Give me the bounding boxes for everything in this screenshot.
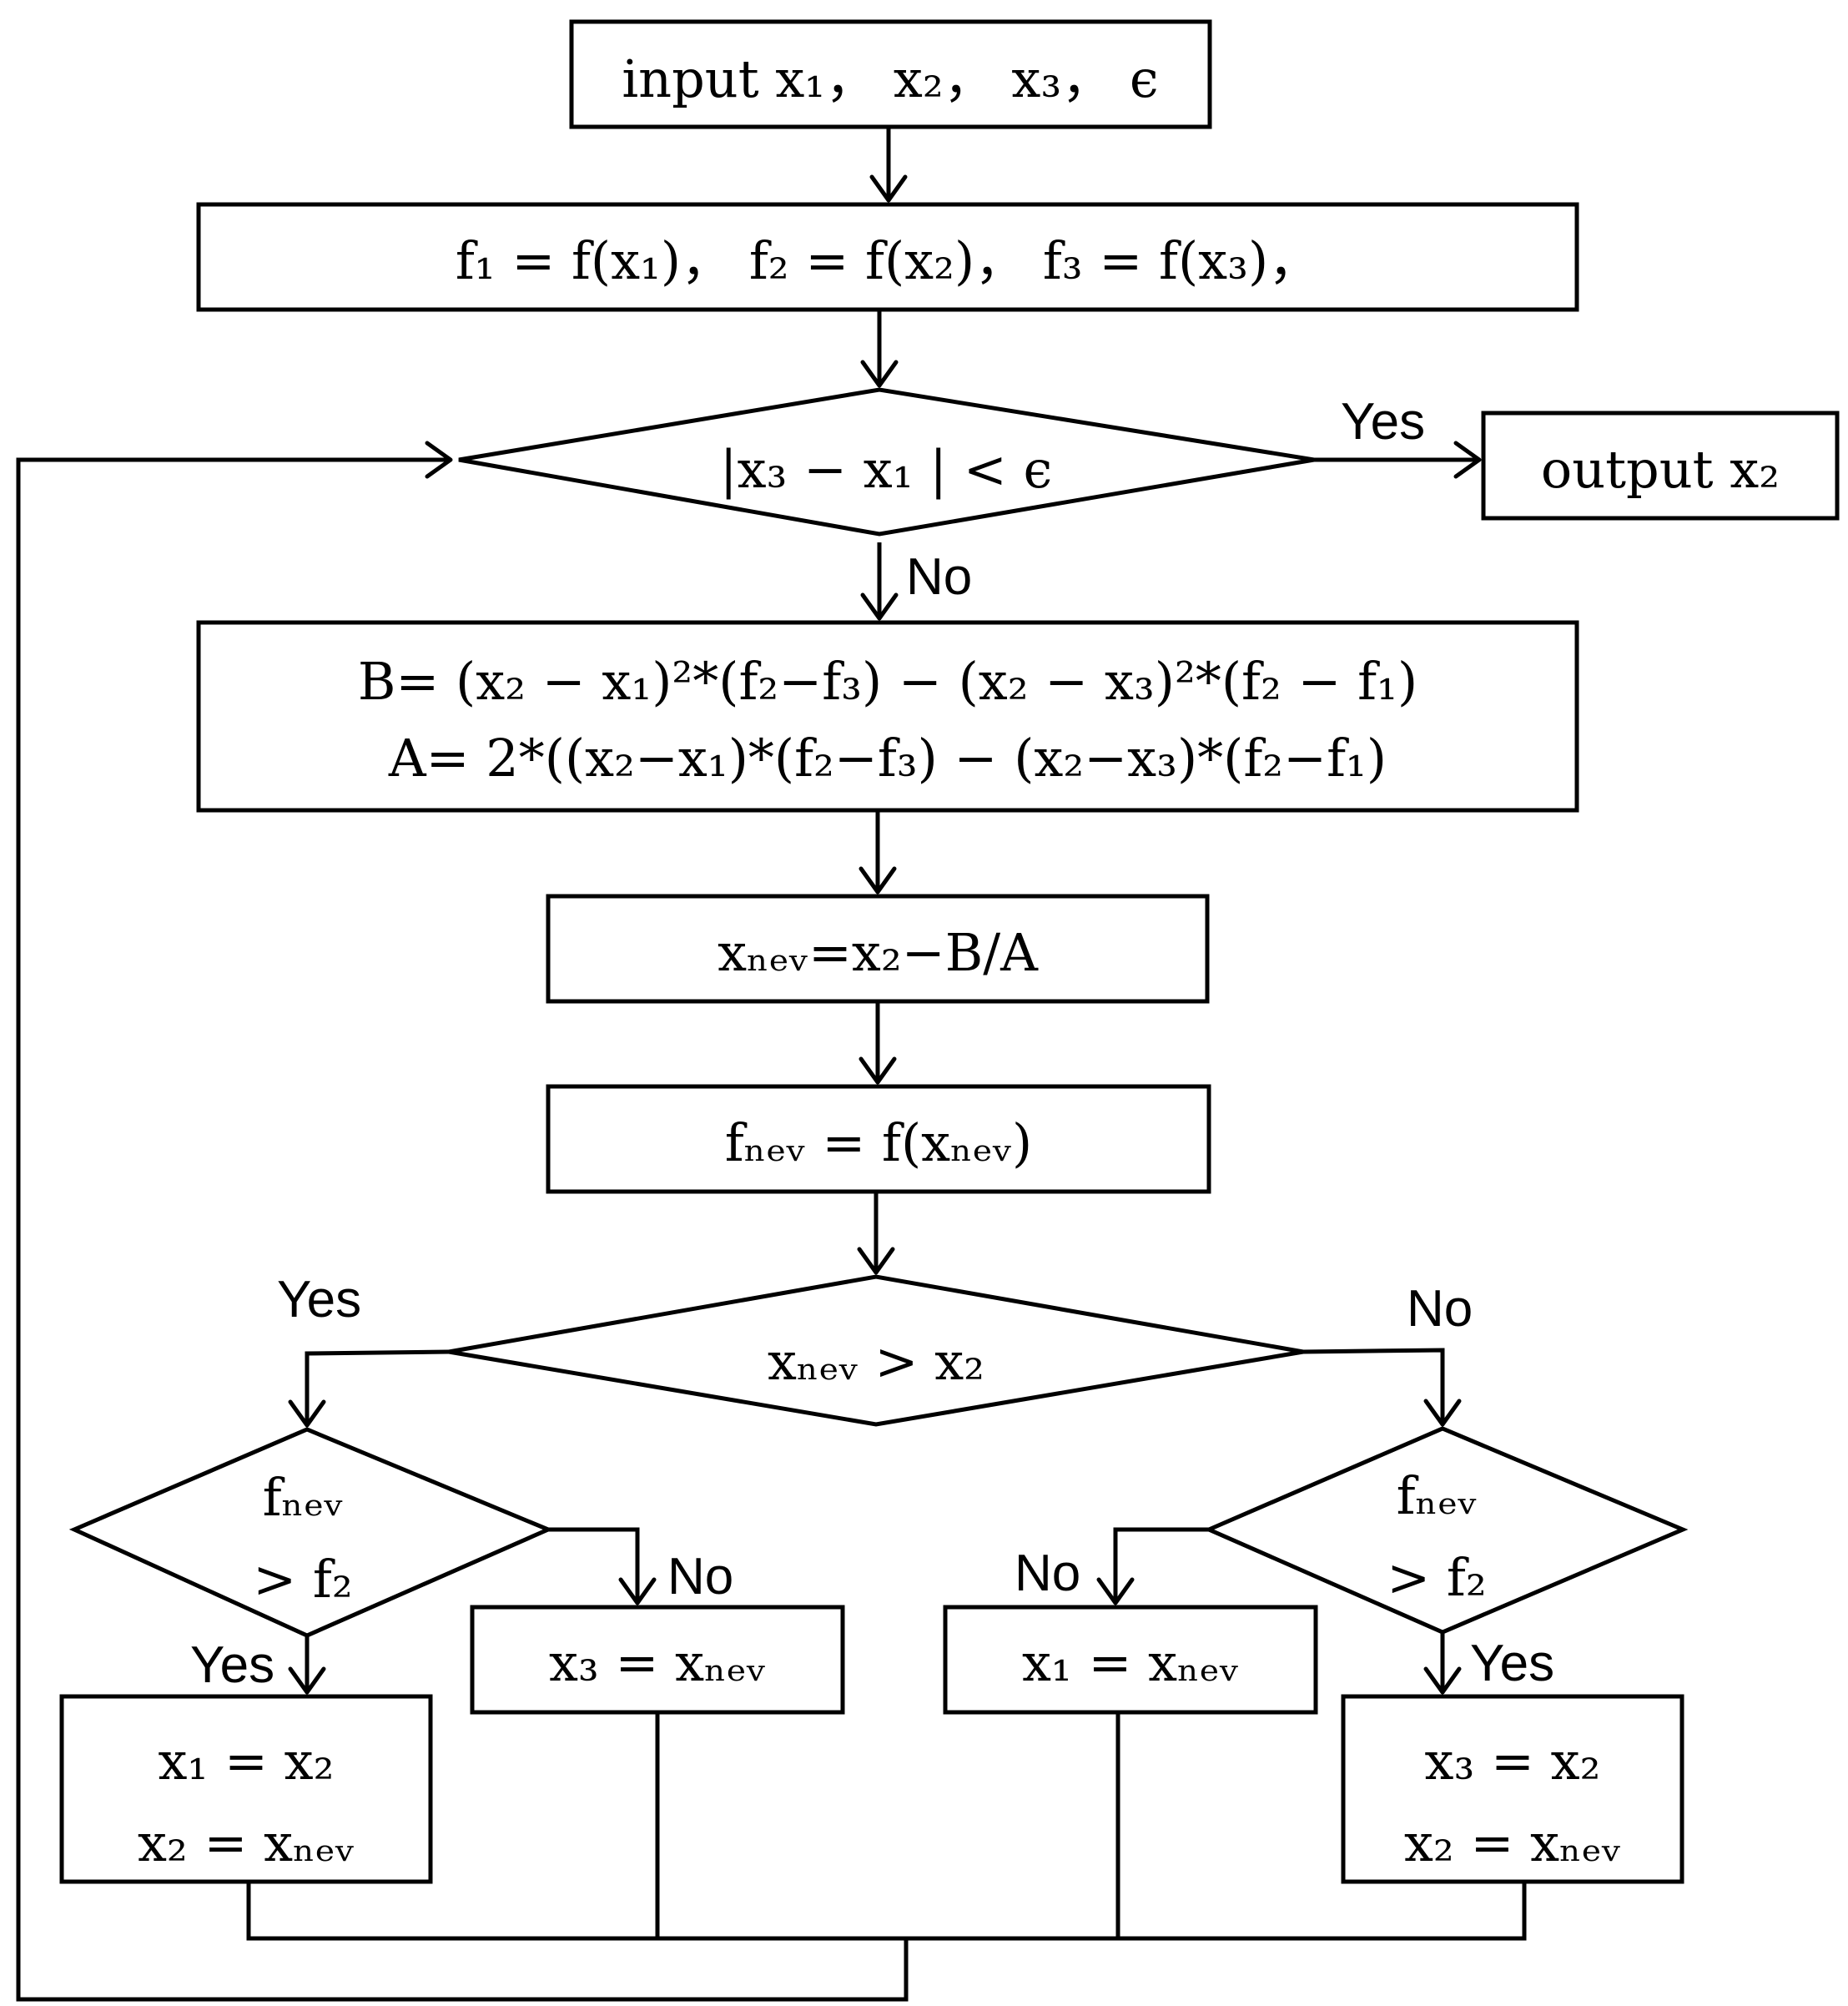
arrowhead xyxy=(859,1056,897,1085)
xnew-condition-text: xₙₑᵥ > x₂ xyxy=(768,1331,984,1392)
arrowhead xyxy=(425,441,453,479)
loop-back-line xyxy=(16,457,909,2002)
assign-ll-box xyxy=(59,1694,433,1884)
edge-right-no xyxy=(1113,1527,1209,1603)
label-no-fnew-right: No xyxy=(1015,1545,1080,1602)
init-text: f₁ = f(x₁)， f₂ = f(x₂)， f₃ = f(x₃)， xyxy=(456,230,1320,291)
arrowhead xyxy=(869,174,908,203)
assign-rl-box xyxy=(943,1605,1318,1715)
assign-rr-line2: x₂ = xₙₑᵥ xyxy=(1404,1812,1621,1873)
assign-lr-text: x₃ = xₙₑᵥ xyxy=(549,1632,766,1693)
label-yes-fnew-left: Yes xyxy=(190,1636,274,1694)
calc-b-text: B= (x₂ − x₁)²*(f₂−f₃) − (x₂ − x₃)²*(f₂ −… xyxy=(358,651,1417,712)
arrowhead xyxy=(1096,1577,1135,1605)
arrowhead xyxy=(618,1577,657,1605)
arrowhead xyxy=(1423,1666,1462,1695)
label-yes-xnew: Yes xyxy=(277,1271,361,1328)
edge-xnew-yes xyxy=(305,1349,450,1425)
arrowhead xyxy=(860,592,899,621)
fnew-right-decision xyxy=(1203,1426,1689,1635)
fnew-right-condition-line1: fₙₑᵥ xyxy=(1397,1465,1478,1526)
edge-left-no xyxy=(548,1527,640,1603)
label-no-converge: No xyxy=(906,548,972,606)
init-box xyxy=(196,202,1579,312)
fnew-left-condition-line2: > f₂ xyxy=(253,1549,352,1610)
arrowhead xyxy=(857,1247,895,1275)
assign-rr-line1: x₃ = x₂ xyxy=(1424,1731,1600,1792)
xnew-box xyxy=(546,894,1210,1004)
fnew-right-condition-line2: > f₂ xyxy=(1387,1547,1486,1608)
arrowhead xyxy=(860,360,899,388)
assign-ll-line2: x₂ = xₙₑᵥ xyxy=(138,1812,355,1873)
label-yes-converge: Yes xyxy=(1341,393,1425,451)
assign-rl-text: x₁ = xₙₑᵥ xyxy=(1022,1632,1239,1693)
xnew-text: xₙₑᵥ=x₂−B/A xyxy=(718,922,1039,983)
input-text: input x₁， x₂， x₃， ϵ xyxy=(622,48,1158,109)
output-box xyxy=(1481,411,1840,521)
arrowhead xyxy=(288,1666,326,1695)
label-no-xnew: No xyxy=(1407,1280,1473,1338)
calc-box xyxy=(196,620,1579,813)
output-text: output x₂ xyxy=(1541,439,1780,500)
arrowhead xyxy=(1453,441,1482,479)
fnew-left-condition-line1: fₙₑᵥ xyxy=(263,1467,344,1528)
assign-rr-box xyxy=(1341,1694,1684,1884)
merge-line xyxy=(246,1882,1527,1941)
assign-ll-line1: x₁ = x₂ xyxy=(158,1731,334,1792)
label-no-fnew-left: No xyxy=(667,1548,733,1605)
edge-xnew-no xyxy=(1302,1348,1445,1424)
label-yes-fnew-right: Yes xyxy=(1470,1635,1554,1692)
arrowhead xyxy=(288,1399,326,1428)
arrowhead xyxy=(1423,1399,1462,1427)
arrowhead xyxy=(859,866,897,895)
converge-condition-text: |x₃ − x₁ | < ϵ xyxy=(720,439,1053,500)
fnew-text: fₙₑᵥ = f(xₙₑᵥ) xyxy=(725,1112,1032,1173)
input-box xyxy=(569,19,1212,129)
calc-a-text: A= 2*((x₂−x₁)*(f₂−f₃) − (x₂−x₃)*(f₂−f₁) xyxy=(388,728,1387,789)
fnew-box xyxy=(546,1084,1211,1194)
assign-lr-box xyxy=(470,1605,845,1715)
